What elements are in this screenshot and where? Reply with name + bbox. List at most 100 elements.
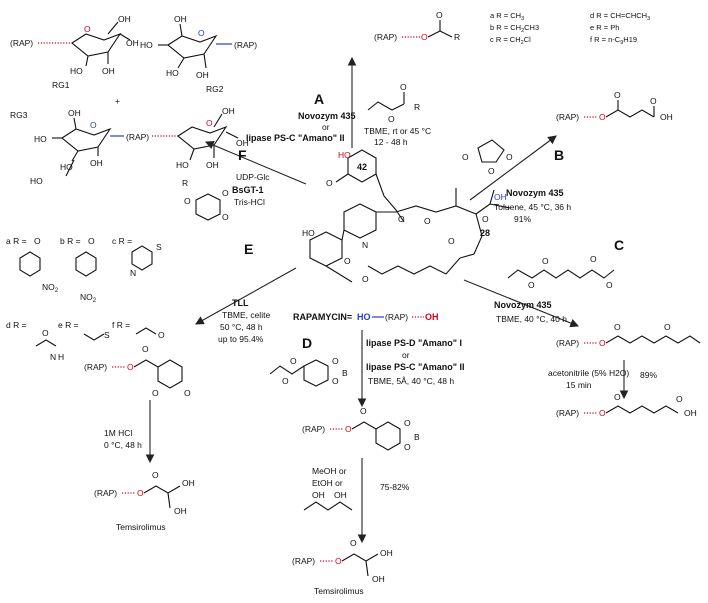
catalyst-novozym: Novozym 435 xyxy=(506,188,564,198)
product-temsirolimus: Temsirolimus xyxy=(314,586,364,596)
rap-label: (RAP) xyxy=(10,38,33,48)
svg-text:f R =: f R = xyxy=(112,320,130,330)
svg-text:N: N xyxy=(362,240,368,250)
svg-text:or: or xyxy=(402,350,410,360)
conditions-d: TBME, 5Å, 40 °C, 48 h xyxy=(368,376,454,386)
svg-text:O: O xyxy=(332,376,339,386)
svg-text:a R =: a R = xyxy=(6,236,27,246)
svg-text:O: O xyxy=(599,112,606,122)
ring-oxygen: O xyxy=(90,120,97,130)
svg-text:O: O xyxy=(542,256,549,266)
svg-text:O: O xyxy=(676,394,683,404)
svg-text:15 min: 15 min xyxy=(566,380,592,390)
rap-label: (RAP) xyxy=(385,312,408,322)
boronate-ester xyxy=(269,365,305,375)
macrocycle-top xyxy=(376,205,477,215)
svg-text:e R =: e R = xyxy=(58,320,79,330)
rapamycin-structure: HO 42 O N O O O OH 28 O HO O O RAPAMYCIN… xyxy=(293,149,511,322)
rg2-label: RG2 xyxy=(206,84,224,94)
svg-text:EtOH or: EtOH or xyxy=(312,478,343,488)
route-letter-e: E xyxy=(244,241,253,257)
yield-c: 89% xyxy=(640,370,657,380)
svg-text:or: or xyxy=(322,122,330,132)
svg-text:OH: OH xyxy=(174,506,187,516)
oh-label: OH xyxy=(102,66,115,76)
conditions-e-2: 50 °C, 48 h xyxy=(220,322,263,332)
product-temsirolimus: Temsirolimus xyxy=(116,522,166,532)
catalyst-lipase-ps-c: lipase PS-C "Amano" II xyxy=(246,133,345,143)
svg-text:O: O xyxy=(222,188,229,198)
oh-label: OH xyxy=(90,158,103,168)
rg3-label: RG3 xyxy=(10,110,28,120)
svg-text:O: O xyxy=(332,356,339,366)
svg-text:O: O xyxy=(184,388,191,398)
reagent-udp-glc: UDP-Glc xyxy=(236,172,270,182)
catalyst-tll: TLL xyxy=(232,298,249,308)
svg-text:O: O xyxy=(388,114,395,124)
conditions-a-2: 12 - 48 h xyxy=(374,137,408,147)
svg-text:c R =: c R = xyxy=(112,236,132,246)
r-group: R xyxy=(454,32,460,42)
svg-text:O: O xyxy=(362,274,369,284)
svg-text:b R = CH2CH3: b R = CH2CH3 xyxy=(490,23,539,34)
svg-text:O: O xyxy=(290,356,297,366)
route-letter-b: B xyxy=(554,147,564,163)
oh-label: OH xyxy=(118,14,131,24)
route-f: F UDP-Glc BsGT-1 Tris-HCl xyxy=(204,140,307,207)
svg-text:O: O xyxy=(152,470,159,480)
oh-label: OH xyxy=(68,108,81,118)
rap-label: (RAP) xyxy=(292,556,315,566)
rap-label: (RAP) xyxy=(302,424,325,434)
svg-text:O: O xyxy=(614,322,621,332)
pyranose-ring xyxy=(177,125,228,150)
svg-text:O: O xyxy=(184,196,191,206)
route-f-arrow xyxy=(204,140,307,185)
rg1-label: RG1 xyxy=(52,80,70,90)
oh-label: OH xyxy=(174,14,187,24)
svg-text:O: O xyxy=(614,392,621,402)
yield-d: 75-82% xyxy=(380,482,410,492)
conditions-c-step2: acetonitrile (5% H2O) xyxy=(548,368,629,378)
svg-text:O: O xyxy=(664,322,671,332)
route-b: (RAP) O O O OH O O O B Novozym 435 Tolue… xyxy=(462,90,673,224)
ring-oxygen: O xyxy=(206,118,213,128)
conditions-d-step2: MeOH or xyxy=(312,466,347,476)
svg-text:S: S xyxy=(156,242,162,252)
svg-text:O: O xyxy=(650,96,657,106)
succinate-chain xyxy=(605,109,655,118)
svg-text:O: O xyxy=(488,166,495,176)
vinyl-ester xyxy=(367,101,405,111)
r-definitions-e: a R = b R = c R = d R = e R = f R = xyxy=(6,236,132,330)
divinyl-adipate xyxy=(507,269,615,279)
svg-text:OH: OH xyxy=(372,574,385,584)
rg2-sugar: O (RAP) OH HO HO OH RG2 xyxy=(140,14,257,94)
svg-text:O: O xyxy=(345,424,352,434)
svg-text:O: O xyxy=(326,178,333,188)
svg-text:O: O xyxy=(404,442,411,452)
svg-text:O: O xyxy=(462,152,469,162)
route-letter-f: F xyxy=(238,147,247,163)
svg-text:O: O xyxy=(360,406,367,416)
svg-text:O: O xyxy=(448,236,455,246)
oh-label: OH xyxy=(222,106,235,116)
rap-label: (RAP) xyxy=(374,32,397,42)
rg3-sugar: RG3 O (RAP) OH HO HO OH HO O OH OH OH HO xyxy=(10,106,249,186)
svg-text:O: O xyxy=(137,488,144,498)
svg-text:e R = Ph: e R = Ph xyxy=(590,23,619,32)
ring-oxygen: O xyxy=(84,24,91,34)
diol-reagent xyxy=(303,501,353,511)
oh-label: OH xyxy=(236,138,249,148)
ho-blue: HO xyxy=(357,312,371,322)
svg-text:c R = CH2Cl: c R = CH2Cl xyxy=(490,35,531,46)
pyranose-ring xyxy=(71,32,122,57)
rap-label: (RAP) xyxy=(556,338,579,348)
svg-text:NO2: NO2 xyxy=(42,282,59,294)
svg-text:O: O xyxy=(404,418,411,428)
svg-text:O: O xyxy=(482,214,489,224)
r-definitions-a: a R = CH3 b R = CH2CH3 c R = CH2Cl d R =… xyxy=(490,11,650,46)
svg-text:B: B xyxy=(414,432,420,442)
svg-text:O: O xyxy=(34,236,41,246)
svg-text:O: O xyxy=(158,330,165,340)
catalyst-lipase-ps-d: lipase PS-D "Amano" I xyxy=(366,338,462,348)
